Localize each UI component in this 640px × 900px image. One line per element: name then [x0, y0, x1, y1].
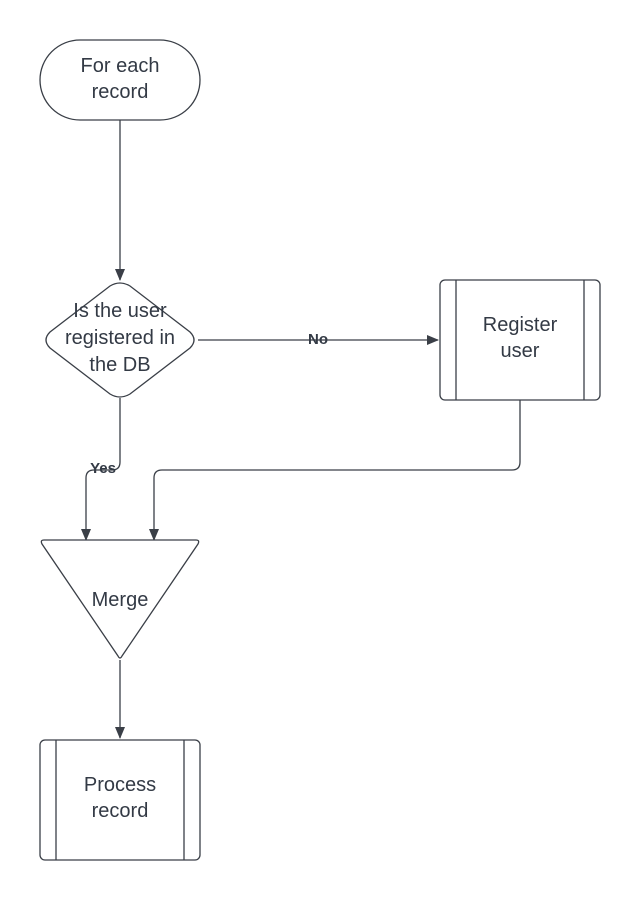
process-record-process: Process record — [39, 739, 201, 861]
decision-label-line2: registered in — [65, 327, 175, 349]
decision-diamond: Is the user registered in the DB — [45, 282, 195, 398]
start-label-line2: record — [92, 81, 149, 103]
edge-label-no: No — [308, 331, 328, 348]
merge-label: Merge — [92, 589, 149, 611]
process-label-line1: Process — [84, 774, 156, 796]
merge-triangle: Merge — [40, 539, 200, 659]
edge-label-yes: Yes — [90, 460, 116, 477]
edge-decision-to-merge — [81, 398, 121, 541]
register-user-process: Register user — [439, 279, 601, 401]
register-label-line1: Register — [483, 314, 558, 336]
start-terminal: For each record — [39, 39, 201, 121]
process-label-line2: record — [92, 800, 149, 822]
decision-label-line1: Is the user — [73, 300, 167, 322]
start-label-line1: For each — [81, 55, 160, 77]
edge-register-to-merge — [149, 400, 521, 541]
register-label-line2: user — [501, 340, 540, 362]
decision-label-line3: the DB — [89, 354, 150, 376]
